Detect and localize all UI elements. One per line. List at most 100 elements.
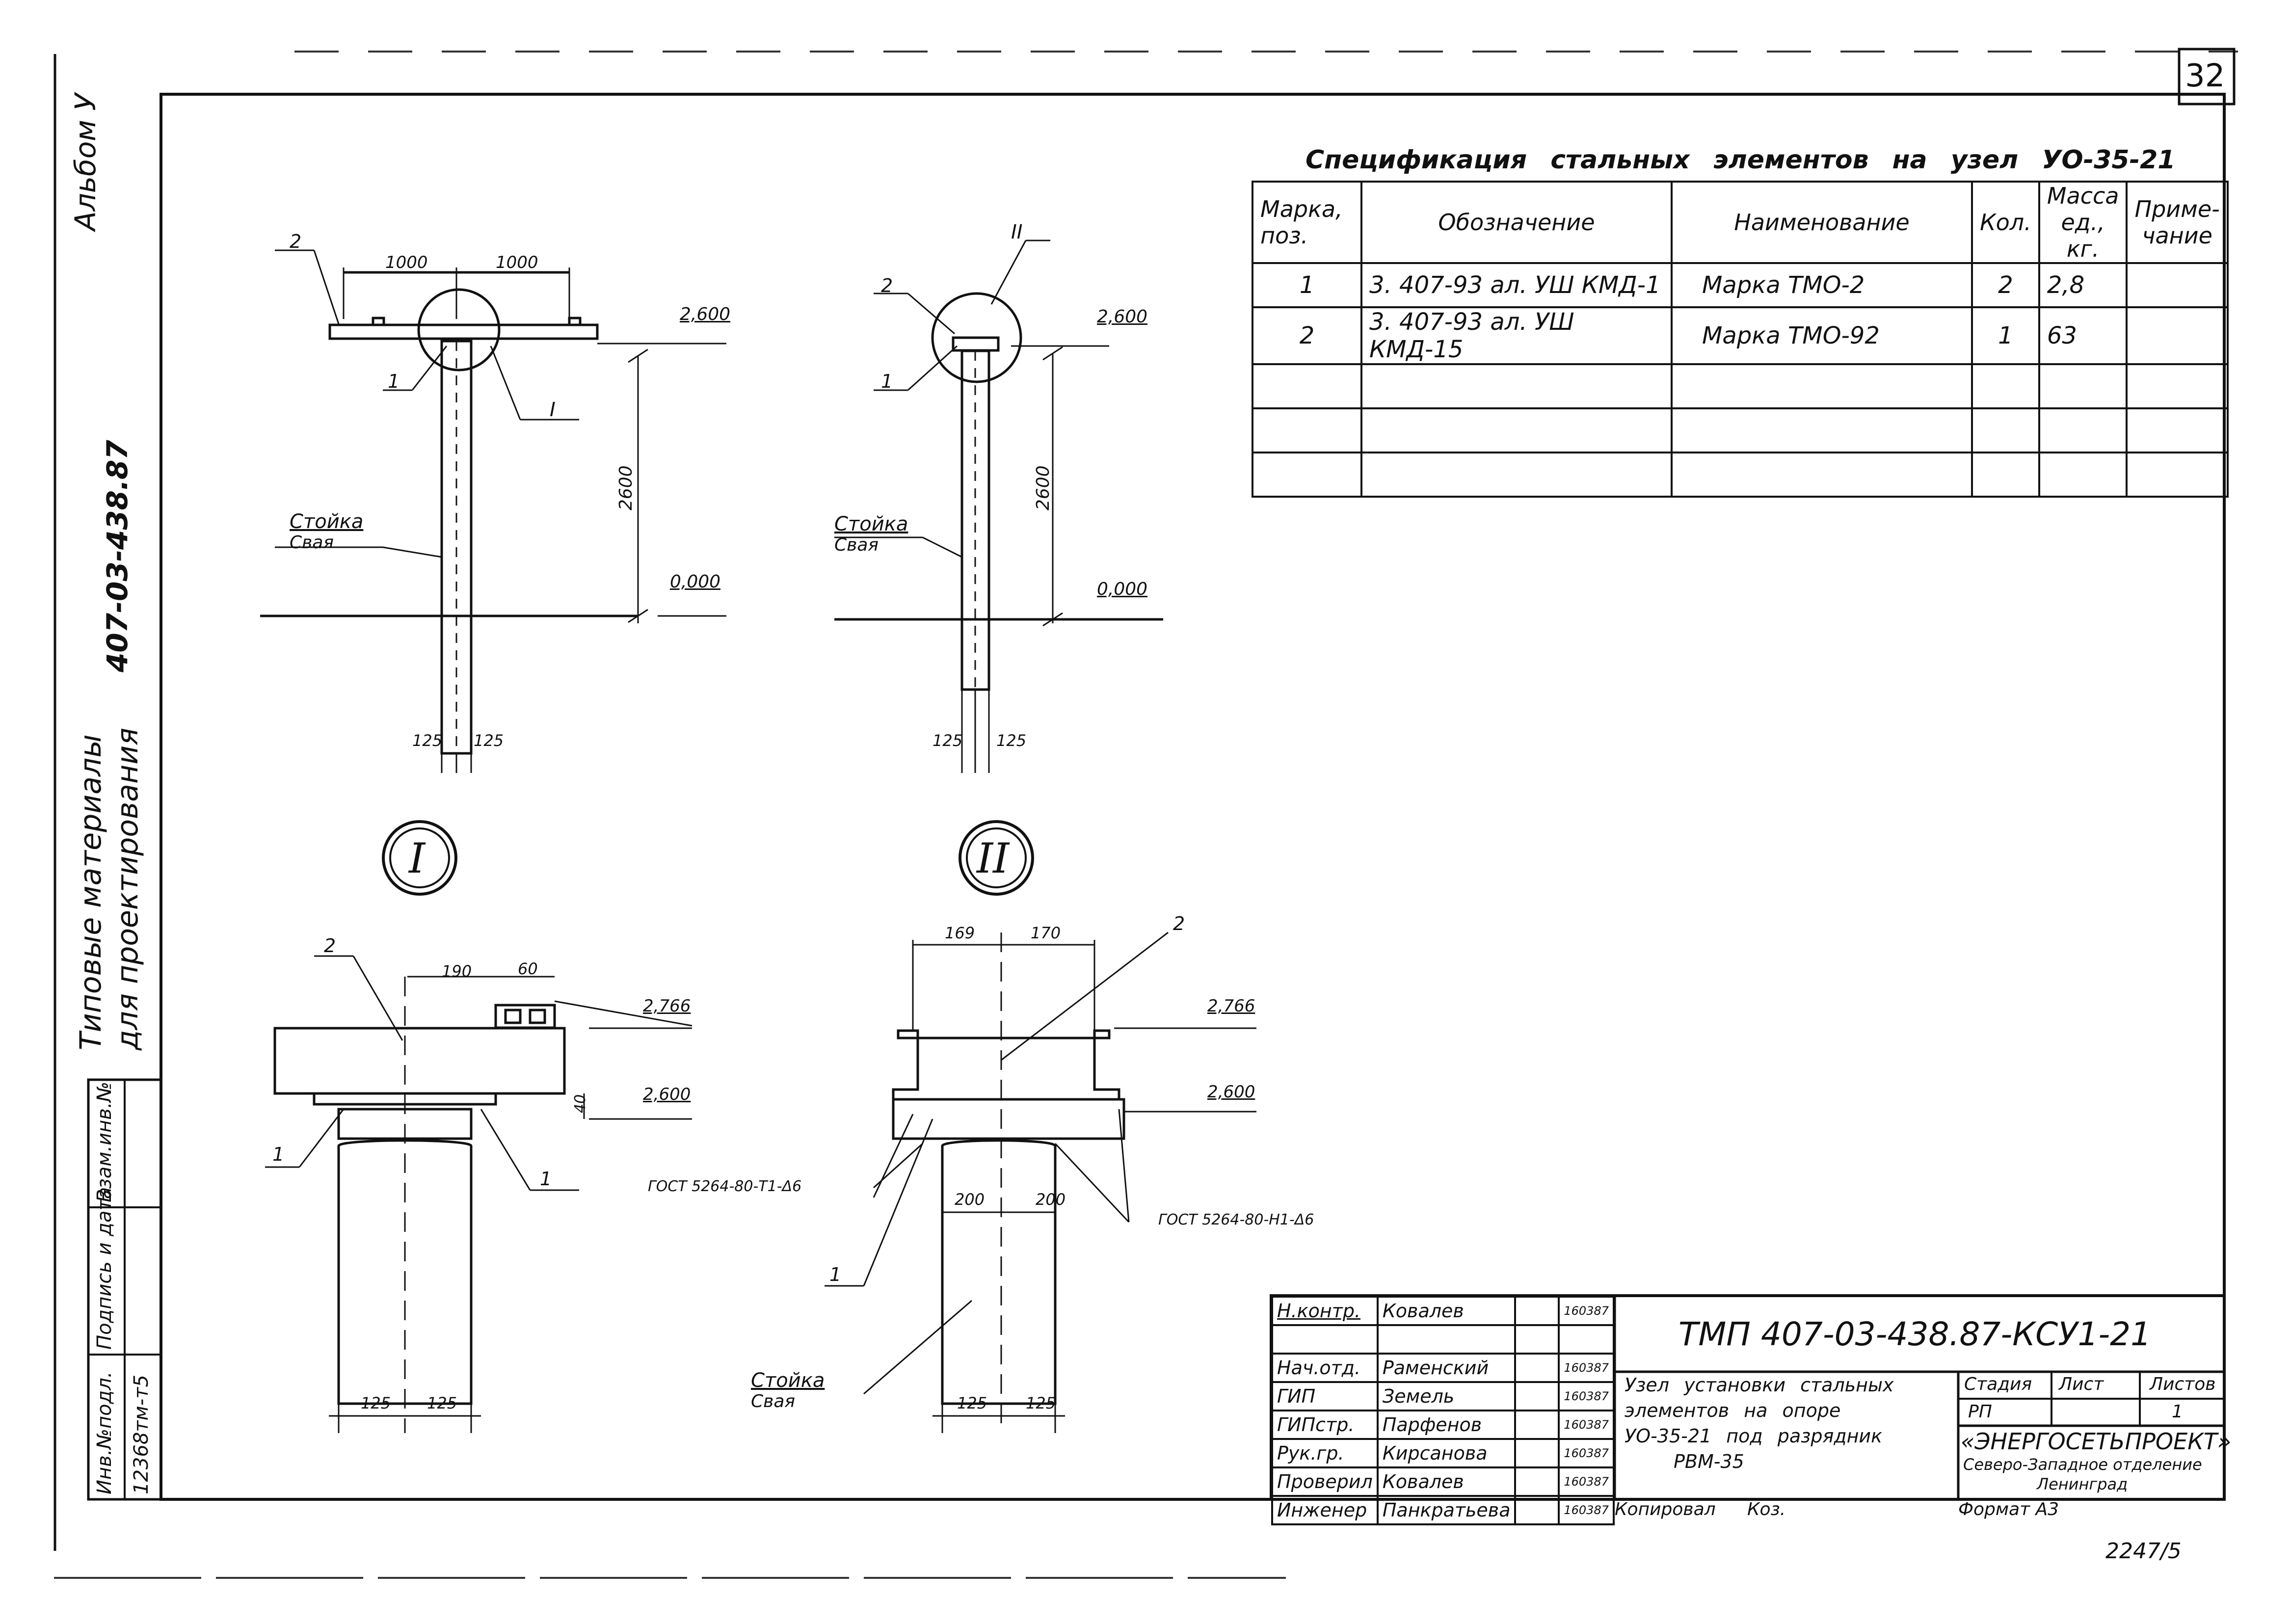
spec-cell: 2,8 xyxy=(2038,262,2128,308)
staff-role: Н.контр. xyxy=(1271,1296,1379,1326)
staff-row: Н.контр.Ковалев 160387 xyxy=(1271,1296,1615,1326)
detail2-dim-125-a: 125 xyxy=(957,1394,987,1412)
staff-name: Ковалев xyxy=(1376,1296,1517,1326)
stage-label: Стадия xyxy=(1964,1374,2032,1394)
format-label: Формат А3 xyxy=(1958,1499,2059,1519)
detail2-pile-label: Свая xyxy=(751,1391,796,1411)
level-0-left: 0,000 xyxy=(670,572,721,592)
org-name: «ЭНЕРГОСЕТЬПРОЕКТ» xyxy=(1961,1428,2232,1455)
spec-cell: 1 xyxy=(1252,262,1362,308)
stamp-staff-table: Н.контр.Ковалев 160387 Нач.отд.Раменский 1… xyxy=(1271,1296,1615,1525)
doc-code-vertical: 407-03-438.87 xyxy=(101,440,134,672)
copied-label: Копировал xyxy=(1615,1499,1716,1519)
spec-col-qty: Кол. xyxy=(1971,181,2040,264)
detail1-dim-190: 190 xyxy=(442,962,472,981)
detail2-level-2766: 2,766 xyxy=(1207,996,1255,1016)
staff-date: 160387 xyxy=(1558,1296,1615,1326)
post-label-left: Стойка xyxy=(290,510,364,533)
detail2-dim-200-b: 200 xyxy=(1036,1190,1066,1209)
spec-row: 2 3. 407-93 ал. УШ КМД-15 Марка ТМО-92 1… xyxy=(1252,306,2229,365)
detail2-dim-200-a: 200 xyxy=(955,1190,985,1209)
spec-row xyxy=(1252,452,2229,498)
inv-value: 12368тм-т5 xyxy=(130,1375,153,1494)
detail1-dim-40: 40 xyxy=(572,1094,589,1113)
node-II-mark: II xyxy=(1011,221,1023,243)
staff-role: Проверил xyxy=(1271,1466,1379,1497)
sheets-label: Листов xyxy=(2150,1374,2216,1394)
staff-sign xyxy=(1514,1296,1560,1326)
spec-cell: Марка ТМО-92 xyxy=(1671,306,1973,365)
spec-row: 1 3. 407-93 ал. УШ КМД-1 Марка ТМО-2 2 2… xyxy=(1252,262,2229,308)
detail2-dim-169: 169 xyxy=(945,924,975,942)
staff-name: Панкратьева xyxy=(1376,1495,1517,1525)
detail1-level-2766: 2,766 xyxy=(643,996,691,1016)
staff-date: 160387 xyxy=(1558,1381,1615,1411)
staff-date: 160387 xyxy=(1558,1438,1615,1468)
org-branch: Северо-Западное отделение xyxy=(1963,1455,2202,1474)
pos1-left: 1 xyxy=(388,371,400,392)
detail2-pos1: 1 xyxy=(829,1264,842,1285)
staff-name: Парфенов xyxy=(1376,1410,1517,1440)
spec-col-note: Приме-чание xyxy=(2126,181,2229,264)
staff-row xyxy=(1271,1324,1615,1355)
spec-cell: 2 xyxy=(1971,262,2040,308)
archive-number: 2247/5 xyxy=(2105,1539,2182,1564)
spec-col-name: Наименование xyxy=(1671,181,1973,264)
dim-1000-a: 1000 xyxy=(385,253,428,272)
node-I-circle-label: I xyxy=(409,834,426,882)
staff-role: ГИПстр. xyxy=(1271,1410,1379,1440)
spec-cell xyxy=(2126,262,2229,308)
staff-name: Земель xyxy=(1376,1381,1517,1411)
staff-role: Рук.гр. xyxy=(1271,1438,1379,1468)
spec-cell: Марка ТМО-2 xyxy=(1671,262,1973,308)
spec-cell: 63 xyxy=(2038,306,2128,365)
dim-125-r2: 125 xyxy=(996,731,1027,750)
inv-no-label: Инв.№подл. xyxy=(93,1371,116,1494)
detail1-level-2600: 2,600 xyxy=(643,1085,691,1104)
spec-row xyxy=(1252,363,2229,409)
node-I-mark: I xyxy=(550,399,556,421)
detail2-level-2600: 2,600 xyxy=(1207,1082,1255,1102)
vzam-label: Взам.инв.№ xyxy=(93,1081,116,1202)
album-label: Альбом У xyxy=(69,93,102,231)
staff-role: Инженер xyxy=(1271,1495,1379,1525)
spec-cell: 3. 407-93 ал. УШ КМД-1 xyxy=(1360,262,1673,308)
level-2600-right: 2,600 xyxy=(1097,307,1148,327)
dim-125-l1: 125 xyxy=(412,731,443,750)
node-II-circle-label: II xyxy=(977,834,1010,882)
detail2-post-label: Стойка xyxy=(751,1369,825,1392)
detail2-pos2: 2 xyxy=(1173,913,1185,934)
spec-row xyxy=(1252,407,2229,453)
spec-header-row: Марка, поз. Обозначение Наименование Кол… xyxy=(1252,181,2229,264)
detail2-dim-170: 170 xyxy=(1031,924,1061,942)
detail1-pos1-right: 1 xyxy=(540,1168,552,1190)
sheets-value: 1 xyxy=(2172,1402,2183,1422)
pos1-right: 1 xyxy=(881,371,893,392)
detail1-pos1-left: 1 xyxy=(272,1144,285,1165)
staff-role: Нач.отд. xyxy=(1271,1353,1379,1383)
spec-cell: 2 xyxy=(1252,306,1362,365)
stage-value: РП xyxy=(1968,1402,1992,1422)
detail1-dim-125-b: 125 xyxy=(427,1394,457,1412)
level-2600-left: 2,600 xyxy=(680,304,731,324)
spec-cell: 3. 407-93 ал. УШ КМД-15 xyxy=(1360,306,1673,365)
staff-role: ГИП xyxy=(1271,1381,1379,1411)
pile-label-left: Свая xyxy=(290,532,334,553)
series-line1: Типовые материалы xyxy=(74,734,108,1050)
sheet-number: 32 xyxy=(2185,58,2225,94)
stamp-desc-4: РВМ-35 xyxy=(1674,1451,1744,1472)
weld-note-left: ГОСТ 5264-80-Т1-Δ6 xyxy=(648,1178,802,1195)
staff-date: 160387 xyxy=(1558,1495,1615,1525)
spec-cell: 1 xyxy=(1971,306,2040,365)
staff-date: 160387 xyxy=(1558,1466,1615,1497)
post-label-right: Стойка xyxy=(834,513,908,535)
staff-name: Раменский xyxy=(1376,1353,1517,1383)
level-0-right: 0,000 xyxy=(1097,579,1148,599)
detail1-dim-60: 60 xyxy=(518,959,538,978)
spec-col-designation: Обозначение xyxy=(1360,181,1673,264)
